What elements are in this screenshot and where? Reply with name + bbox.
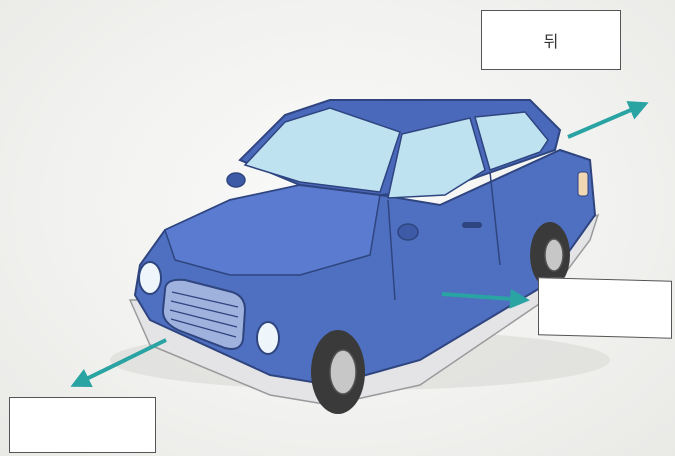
door-handle	[462, 222, 482, 228]
label-back-text: 뒤	[544, 28, 559, 52]
tail-light	[578, 172, 588, 196]
car-hood	[165, 185, 380, 275]
side-mirror-left	[227, 173, 245, 187]
label-box-back[interactable]: 뒤	[481, 10, 621, 70]
arrow-back	[568, 104, 645, 137]
headlight-right	[257, 322, 279, 354]
front-wheel	[311, 330, 365, 414]
label-box-front[interactable]	[9, 397, 156, 453]
headlight-left	[139, 262, 161, 294]
label-box-side[interactable]	[538, 277, 672, 339]
side-mirror-right	[398, 224, 418, 240]
